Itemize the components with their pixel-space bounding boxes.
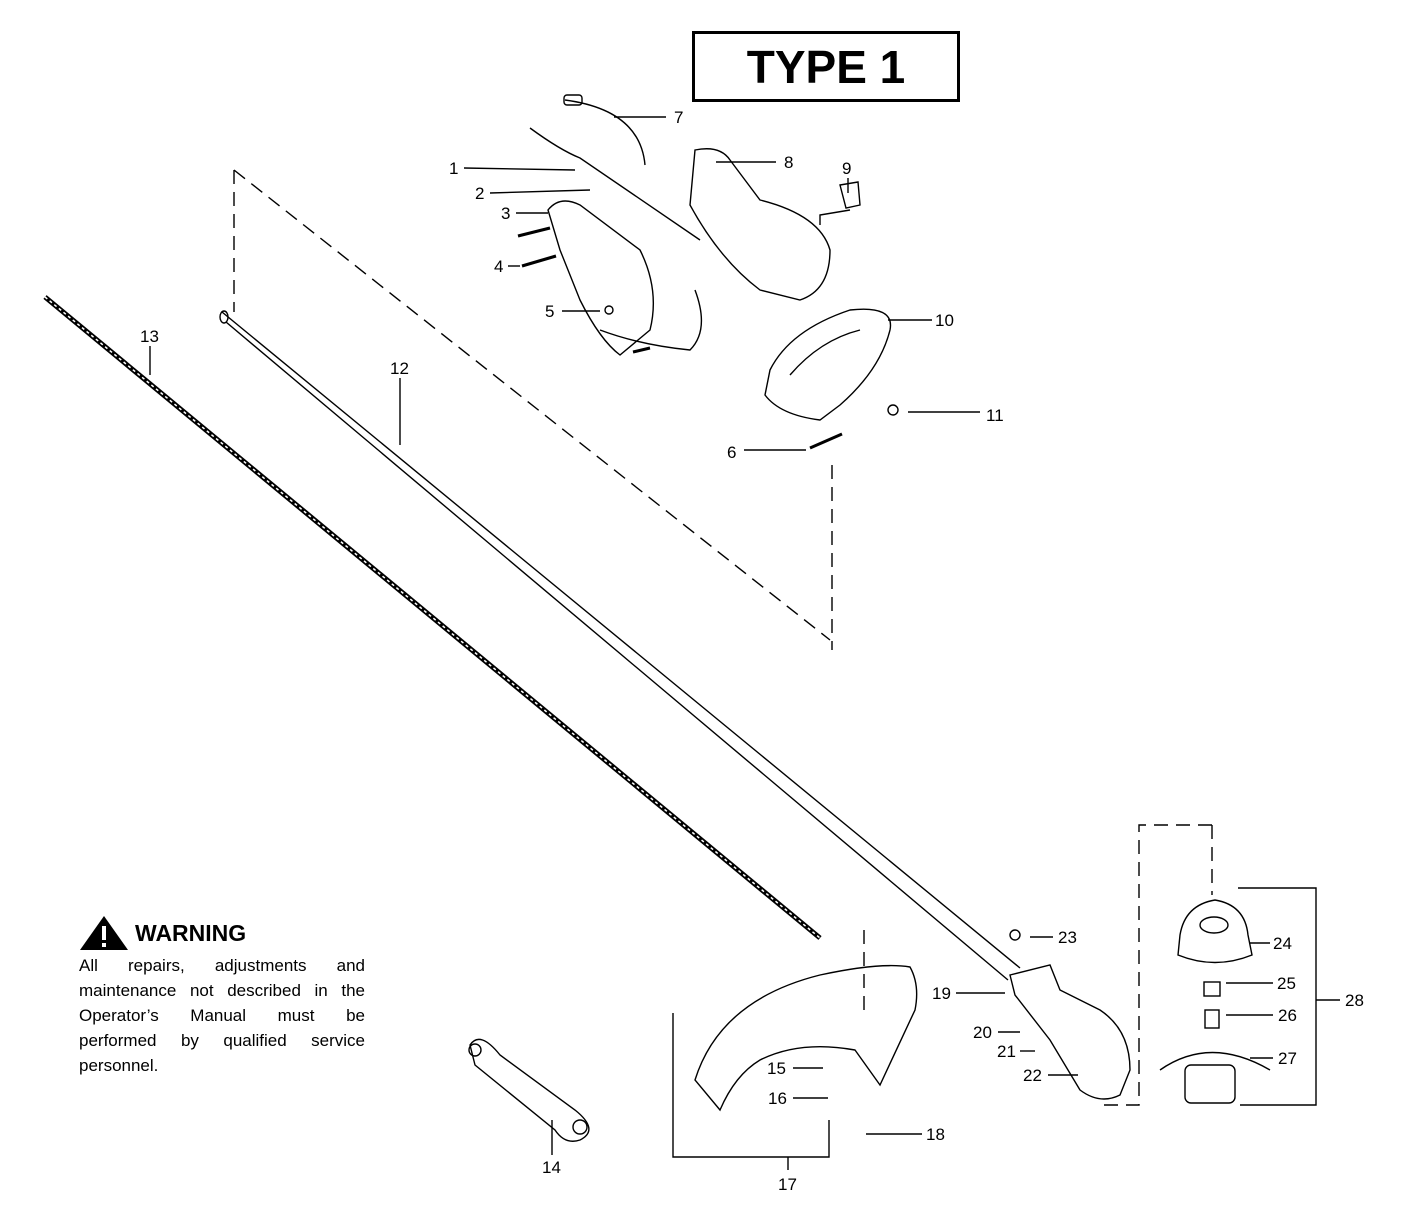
part-label-5: 5: [545, 302, 554, 321]
part-labels: 1 2 3 4 5 6 7 8 9 10 11 12 13 14 15 16 1…: [140, 108, 1364, 1194]
part-label-11: 11: [986, 406, 1004, 425]
warning-triangle-icon: [80, 916, 128, 950]
gear-head: [1009, 929, 1131, 1100]
handle-housing-right: [689, 148, 831, 301]
warning-body: All repairs, adjustments and maintenance…: [79, 956, 365, 1075]
wrench: [468, 1038, 590, 1142]
part-label-25: 25: [1277, 974, 1296, 993]
part-label-10: 10: [935, 311, 954, 330]
part-label-24: 24: [1273, 934, 1292, 953]
handle-housing-left: [547, 200, 703, 356]
part-label-20: 20: [973, 1023, 992, 1042]
part-label-6: 6: [727, 443, 736, 462]
part-label-1: 1: [449, 159, 458, 178]
trigger: [839, 181, 861, 209]
outer-tube: [219, 310, 1021, 981]
part-label-26: 26: [1278, 1006, 1297, 1025]
screws-upper: [517, 226, 899, 450]
part-label-14: 14: [542, 1158, 561, 1177]
part-label-27: 27: [1278, 1049, 1297, 1068]
part-label-21: 21: [997, 1042, 1016, 1061]
part-label-15: 15: [767, 1059, 786, 1078]
throttle-cable: [529, 94, 701, 241]
part-label-23: 23: [1058, 928, 1077, 947]
warning-heading: WARNING: [135, 919, 247, 946]
part-label-12: 12: [390, 359, 409, 378]
dashed-guides: [233, 169, 1213, 1106]
leader-lines: [149, 116, 1340, 1170]
part-label-22: 22: [1023, 1066, 1042, 1085]
spool-cap: [1159, 899, 1271, 1104]
drive-shaft: [43, 295, 822, 940]
part-label-2: 2: [475, 184, 484, 203]
part-label-19: 19: [932, 984, 951, 1003]
part-label-9: 9: [842, 159, 851, 178]
part-label-16: 16: [768, 1089, 787, 1108]
part-label-3: 3: [501, 204, 510, 223]
part-label-4: 4: [494, 257, 503, 276]
part-label-17: 17: [778, 1175, 797, 1194]
part-label-7: 7: [674, 108, 683, 127]
guard: [694, 964, 918, 1112]
part-label-28: 28: [1345, 991, 1364, 1010]
grip-handle: [764, 308, 892, 421]
diagram-title: TYPE 1: [692, 31, 960, 102]
part-label-13: 13: [140, 327, 159, 346]
part-label-8: 8: [784, 153, 793, 172]
part-label-18: 18: [926, 1125, 945, 1144]
warning-notice: WARNING All repairs, adjustments and mai…: [79, 915, 365, 1078]
